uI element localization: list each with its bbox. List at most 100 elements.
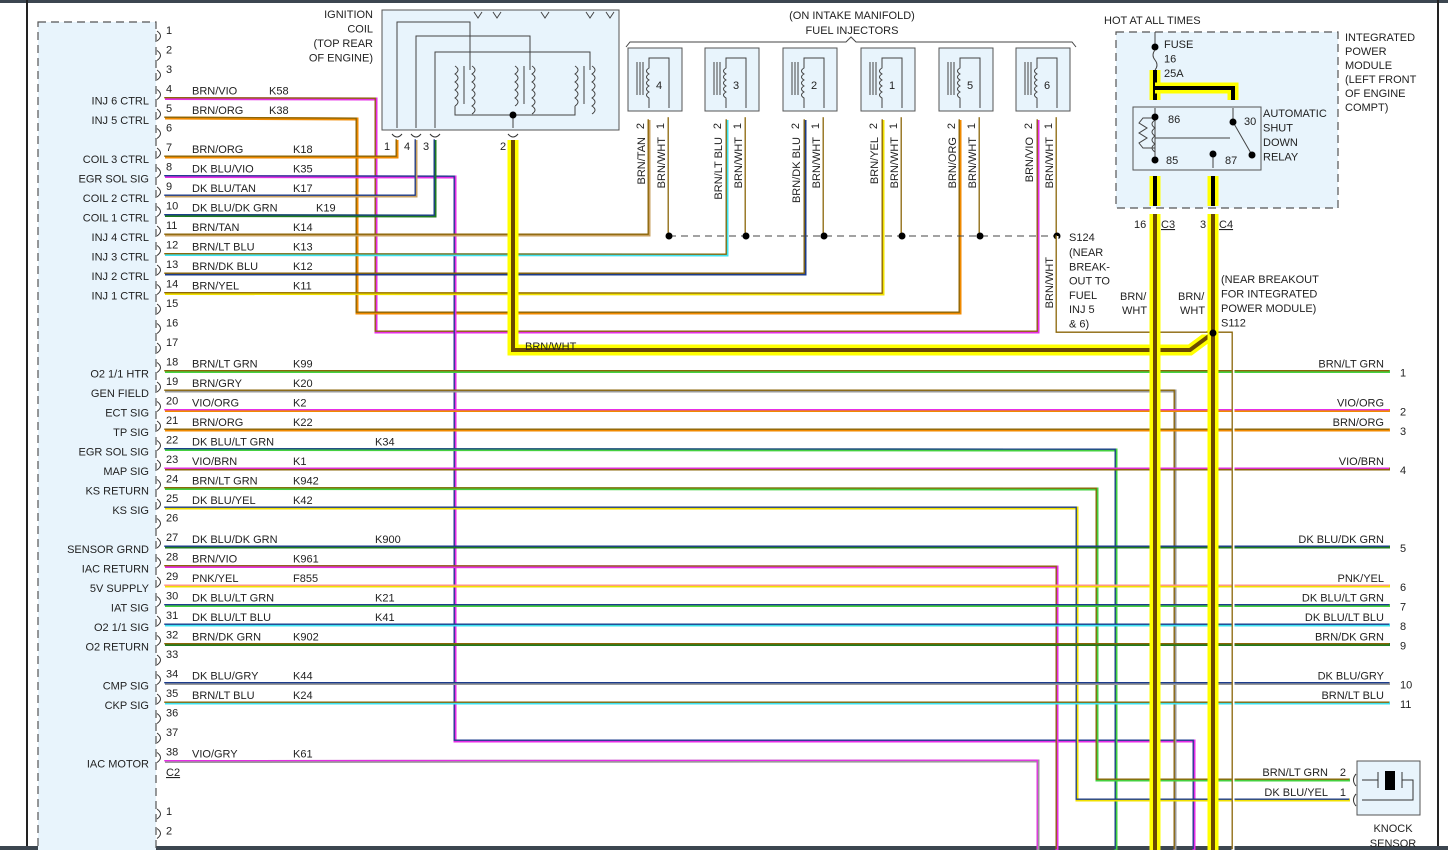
wire-base (164, 139, 416, 196)
ecm-pin-number: 2 (166, 45, 172, 57)
ecm-pin-number: 4 (166, 84, 172, 96)
ecm-pin-function: EGR SOL SIG (78, 447, 149, 459)
injector-pin2-number: 2 (790, 123, 802, 129)
injector-pin1-wire-label: BRN/WHT (733, 137, 745, 189)
ecm-wire-color: DK BLU/DK GRN (192, 203, 278, 215)
ipm-label: (LEFT FRONT (1345, 74, 1417, 86)
ecm-circuit-id: K38 (269, 105, 289, 117)
ecm-circuit-id: K19 (316, 203, 336, 215)
ecm-wire-color: BRN/DK BLU (192, 261, 258, 273)
connector-terminal-icon (156, 752, 161, 763)
injector-4-pin1-wire (667, 117, 671, 236)
connector-terminal-icon (156, 167, 161, 178)
coil-pin-number: 1 (384, 141, 390, 153)
wire-pin-28 (164, 565, 1059, 850)
injector-number: 1 (889, 80, 895, 92)
ecm-pin-function: O2 1/1 SIG (94, 622, 149, 634)
ecm-circuit-id: K11 (293, 281, 312, 293)
splice-s124-label: OUT TO (1069, 276, 1110, 288)
injector-5-pin1-wire (978, 117, 982, 236)
injector-pin2-wire-label: BRN/TAN (636, 137, 648, 185)
ecm-circuit-id: K34 (375, 437, 395, 449)
asd-relay-label: RELAY (1263, 152, 1299, 164)
ecm-wire-color: BRN/YEL (192, 281, 239, 293)
asd-relay-label: AUTOMATIC (1263, 108, 1327, 120)
s124-wire-label: BRN/WHT (1044, 257, 1056, 309)
right-connector-pin: 4 (1400, 465, 1406, 477)
ecm-pin-number: 10 (166, 201, 178, 213)
connector-terminal-icon (156, 596, 161, 607)
asd-relay-label: SHUT (1263, 123, 1293, 135)
wire-highlight (507, 140, 1217, 356)
wire-core (511, 140, 1215, 352)
relay-terminal-86: 86 (1168, 114, 1180, 126)
injector-6-pin1-wire (1055, 117, 1059, 236)
wire-pin-11 (164, 119, 651, 237)
knock-sensor-wire-label: DK BLU/YEL (1264, 787, 1328, 799)
ecm-circuit-id: K900 (375, 534, 401, 546)
ecm-circuit-id: K42 (293, 495, 313, 507)
ecm-pin-function: SENSOR GRND (67, 544, 149, 556)
connector-terminal-icon (156, 381, 161, 393)
ecm-wire-color: DK BLU/LT BLU (192, 612, 271, 624)
ecm-circuit-id: F855 (293, 573, 318, 585)
coil-pin-terminal-icon (391, 133, 403, 138)
ecm-pin-number: 1 (166, 806, 172, 818)
ecm-pin-number: 36 (166, 708, 178, 720)
injector-pin1-wire-label: BRN/WHT (811, 137, 823, 189)
right-wire-color: VIO/ORG (1337, 398, 1384, 410)
relay-terminal-dot (1151, 156, 1159, 164)
injector-pin1-wire-label: BRN/WHT (967, 137, 979, 189)
ecm-wire-color: DK BLU/TAN (192, 183, 256, 195)
connector-terminal-icon (156, 128, 161, 139)
relay-terminal-dot (1229, 118, 1237, 126)
relay-terminal-87: 87 (1225, 155, 1237, 167)
ecm-pin-number: 27 (166, 532, 178, 544)
ecm-circuit-id: K12 (293, 261, 313, 273)
ecm-pin-function: INJ 3 CTRL (92, 252, 149, 264)
ecm-circuit-id: K24 (293, 690, 313, 702)
ipm-label: POWER (1345, 46, 1387, 58)
bottom-border (0, 846, 1448, 850)
injector-number: 3 (733, 80, 739, 92)
injector-pin2-wire-label: BRN/YEL (869, 137, 881, 184)
right-connector-pin: 1 (1400, 368, 1406, 380)
relay-terminal-dot (1209, 150, 1217, 158)
wire-stripe (164, 175, 1196, 850)
coil-pin-number: 3 (423, 141, 429, 153)
connector-terminal-icon (156, 69, 161, 81)
wire-stripe (165, 140, 418, 198)
wire-base (164, 506, 1350, 800)
ipm-label: COMPT) (1345, 102, 1388, 114)
ecm-circuit-id: K2 (293, 398, 306, 410)
ecm-circuit-id: K14 (293, 222, 313, 234)
ecm-wire-color: BRN/ORG (192, 105, 243, 117)
coil-pin-terminal-icon (507, 133, 519, 138)
injector-coil-icon (801, 57, 825, 108)
right-wire-color: PNK/YEL (1338, 573, 1384, 585)
ecm-pin-function: IAT SIG (111, 603, 149, 615)
wire-stripe (164, 120, 885, 296)
ecm-wire-color: DK BLU/DK GRN (192, 534, 278, 546)
injector-coil-icon (957, 57, 981, 108)
wire-stripe (164, 116, 962, 315)
ecm-pin-number: 15 (166, 298, 178, 310)
connector-terminal-icon (156, 264, 161, 276)
fuel-injectors-label: FUEL INJECTORS (806, 25, 899, 37)
injector-pin2-number: 2 (1023, 123, 1035, 129)
c3-pin-number: 16 (1134, 219, 1146, 231)
ecm-pin-number: 8 (166, 162, 172, 174)
wire-base (164, 139, 435, 216)
c3-wire-label: BRN/ (1120, 291, 1147, 303)
wire-pin-13 (164, 119, 807, 276)
ecm-pin-function: INJ 2 CTRL (92, 271, 149, 283)
injector-coil-icon (646, 57, 670, 108)
ecm-pin-number: 13 (166, 259, 178, 271)
ecm-circuit-id: K902 (293, 632, 319, 644)
connector-terminal-icon (156, 89, 161, 100)
ipm-label: INTEGRATED (1345, 32, 1415, 44)
splice-s112-label: S112 (1221, 318, 1246, 330)
ecm-pin-number: 38 (166, 747, 178, 759)
ecm-pin-function: KS SIG (112, 505, 149, 517)
connector-terminal-icon (156, 245, 161, 256)
